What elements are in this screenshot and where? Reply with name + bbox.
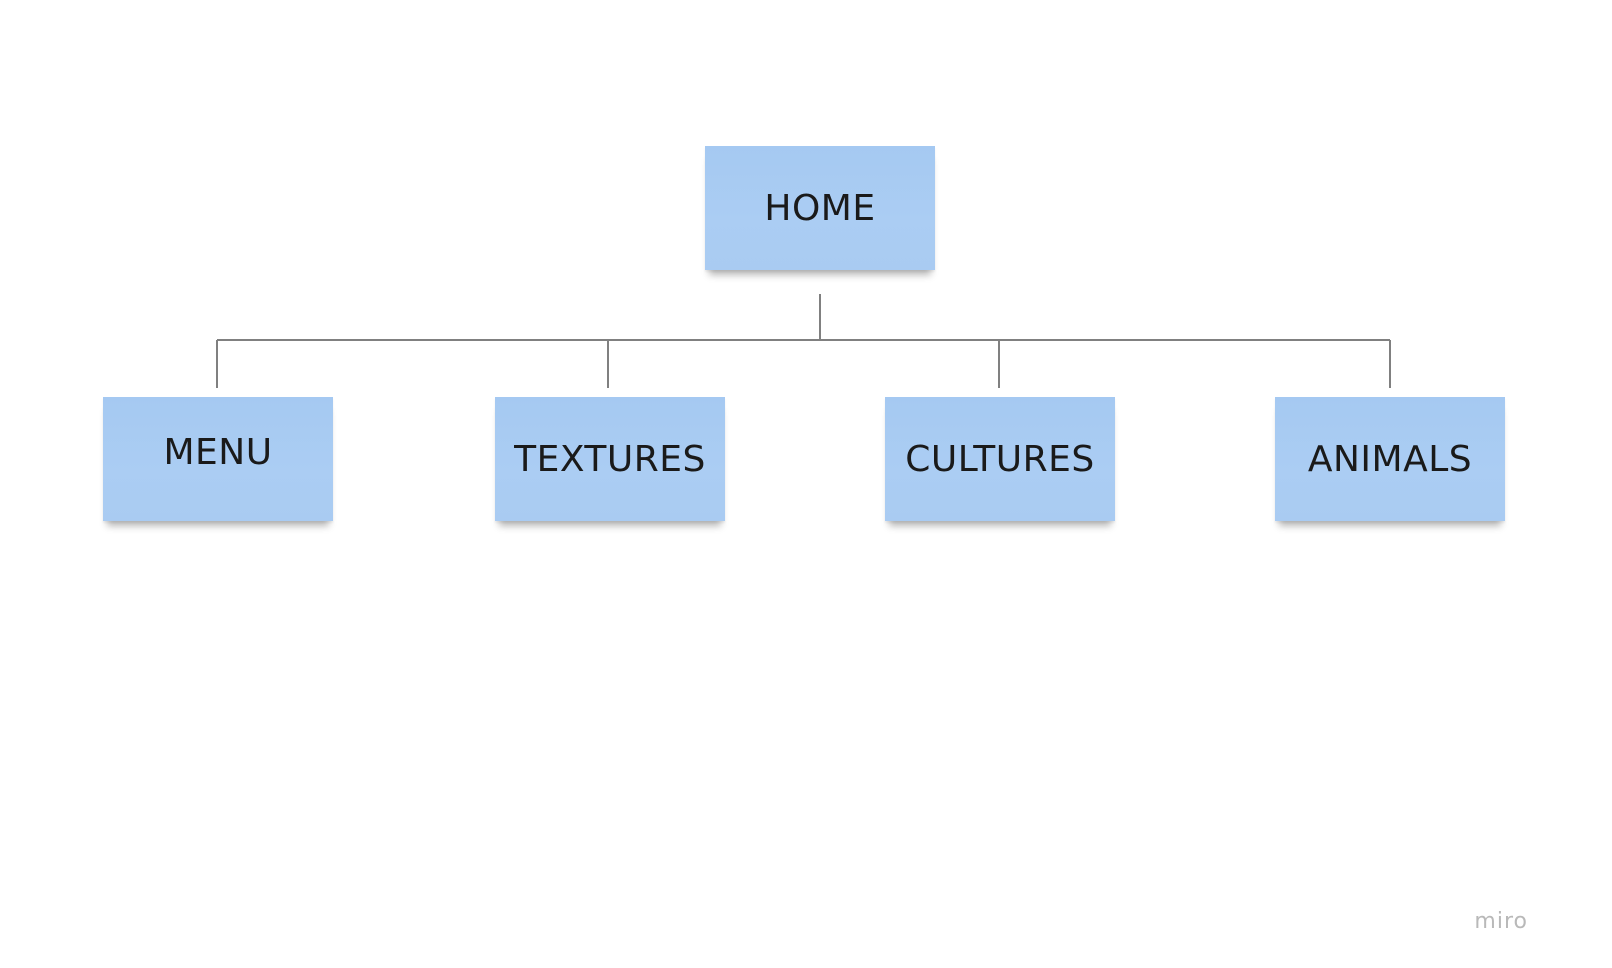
- sticky-note-textures[interactable]: TEXTURES: [495, 397, 725, 521]
- sticky-note-label: MENU: [163, 431, 273, 473]
- sticky-note-home[interactable]: HOME: [705, 146, 935, 270]
- sticky-note-label: HOME: [764, 187, 876, 229]
- sticky-note-cultures[interactable]: CULTURES: [885, 397, 1115, 521]
- sticky-note-menu[interactable]: MENU: [103, 397, 333, 521]
- miro-watermark: miro: [1474, 909, 1528, 934]
- sticky-note-label: TEXTURES: [514, 438, 706, 480]
- sticky-note-label: CULTURES: [905, 438, 1095, 480]
- sticky-note-label: ANIMALS: [1307, 438, 1473, 480]
- sticky-note-animals[interactable]: ANIMALS: [1275, 397, 1505, 521]
